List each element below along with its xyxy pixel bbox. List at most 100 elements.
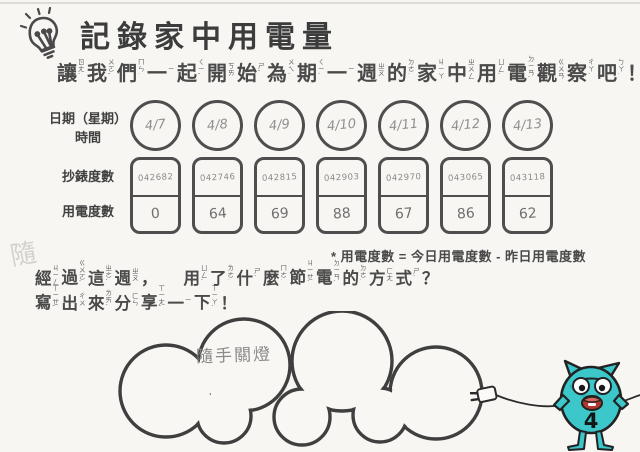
ruby-unit: 我ㄨㄛˇ bbox=[87, 57, 115, 86]
zhuyin-annotation: ㄈㄣ bbox=[132, 293, 139, 308]
usage-cell: 62 bbox=[505, 197, 550, 231]
ruby-unit: 式ㄕˋ bbox=[396, 265, 421, 289]
zhuyin-annotation: ㄉㄜ˙ bbox=[408, 59, 415, 80]
ruby-unit: 家ㄐㄧㄚ bbox=[417, 57, 445, 86]
hanzi-char: 經 bbox=[35, 270, 52, 289]
zhuyin-annotation: ㄒㄧㄤˇ bbox=[158, 285, 166, 313]
hanzi-char: 方 bbox=[369, 270, 386, 289]
zhuyin-annotation: ㄎㄞ bbox=[228, 62, 235, 77]
header: 記錄家中用電量 bbox=[16, 6, 339, 62]
usage-value: 0 bbox=[150, 205, 161, 223]
hanzi-char: 始 bbox=[237, 63, 257, 85]
zhuyin-annotation: ㄨㄛˇ bbox=[108, 59, 115, 80]
date-value: 4/8 bbox=[206, 116, 229, 135]
usage-cell: 88 bbox=[319, 197, 364, 231]
ruby-unit: 了ㄌㄜ˙ bbox=[210, 265, 235, 289]
hanzi-char: ， bbox=[141, 270, 158, 289]
zhuyin-annotation: ㄇㄣ˙ bbox=[138, 59, 145, 80]
hanzi-char: 了 bbox=[210, 270, 227, 289]
day-reading-box: 042746 64 bbox=[192, 157, 243, 234]
zhuyin-annotation: ㄌㄞˊ bbox=[105, 290, 113, 311]
usage-cell: 67 bbox=[381, 197, 426, 231]
day-reading-box: 042970 67 bbox=[378, 157, 429, 234]
zhuyin-annotation: ㄓㄡ bbox=[378, 62, 385, 77]
ruby-unit: 下ㄒㄧㄚˋ bbox=[194, 285, 219, 314]
meter-cell: 042682 bbox=[133, 160, 178, 197]
ruby-unit: 用ㄩㄥˋ bbox=[184, 265, 209, 289]
ruby-unit: 期ㄑㄧˊ bbox=[297, 57, 325, 86]
ruby-unit: 什ㄕˊ bbox=[237, 265, 262, 289]
zhuyin-annotation: ㄓㄜˋ bbox=[105, 265, 113, 286]
date-label-line2: 時間 bbox=[74, 129, 101, 145]
zhuyin-annotation: ㄌㄜ˙ bbox=[227, 265, 235, 286]
ruby-unit: 週ㄓㄡ bbox=[357, 57, 385, 86]
date-circle: 4/10 bbox=[316, 100, 367, 151]
usage-value: 64 bbox=[208, 205, 227, 223]
plug-icon bbox=[470, 385, 498, 403]
ruby-unit: 電ㄉㄧㄢˋ bbox=[507, 55, 535, 86]
usage-value: 86 bbox=[456, 205, 475, 223]
usage-row-label: 用電度數 bbox=[61, 204, 114, 219]
day-reading-box: 042682 0 bbox=[130, 157, 181, 234]
ruby-unit: 起ㄑㄧˇ bbox=[177, 57, 205, 86]
ruby-unit: 週ㄓㄡ bbox=[115, 265, 140, 289]
hanzi-char: 讓 bbox=[57, 63, 77, 85]
usage-cell: 0 bbox=[133, 197, 178, 231]
power-cord bbox=[495, 394, 563, 408]
hanzi-char: 出 bbox=[61, 295, 79, 314]
date-circle: 4/11 bbox=[378, 100, 429, 151]
usage-value: 67 bbox=[394, 205, 413, 223]
date-circle: 4/7 bbox=[130, 100, 181, 151]
monster-body: 4 bbox=[552, 359, 630, 451]
date-circle: 4/12 bbox=[440, 100, 491, 151]
ruby-unit: 們ㄇㄣ˙ bbox=[117, 57, 145, 86]
hanzi-char: 什 bbox=[236, 270, 254, 289]
zhuyin-annotation: ㄉㄜ˙ bbox=[360, 265, 367, 286]
meter-value: 043118 bbox=[509, 171, 546, 184]
ruby-unit: ， bbox=[141, 265, 166, 289]
date-value: 4/12 bbox=[450, 116, 481, 135]
hanzi-char: 一 bbox=[167, 295, 185, 314]
hanzi-char: 的 bbox=[387, 63, 407, 85]
margin-scribble: 隨 bbox=[8, 237, 39, 272]
ruby-unit: 為ㄨㄟˊ bbox=[267, 57, 295, 86]
zhuyin-annotation: ㄐㄧㄚ bbox=[438, 59, 445, 80]
ruby-unit: 經ㄐㄧㄥ bbox=[35, 265, 60, 289]
zhuyin-annotation: ㄐㄧㄥ bbox=[52, 265, 60, 286]
ruby-unit: 電ㄉㄧㄢˋ bbox=[316, 260, 341, 289]
hanzi-char: 電 bbox=[507, 63, 527, 85]
zhuyin-annotation: ㄕˇ bbox=[258, 62, 265, 77]
meter-value: 042970 bbox=[385, 171, 422, 184]
meter-value: 042746 bbox=[199, 171, 236, 184]
zhuyin-annotation: ㄔㄨ bbox=[79, 293, 86, 308]
ruby-unit: 一ㄧ bbox=[147, 57, 175, 86]
ruby-unit: 中ㄓㄨㄥ bbox=[447, 57, 475, 86]
meter-cell: 042903 bbox=[319, 160, 364, 197]
ruby-unit: 讓ㄖㄤˋ bbox=[57, 57, 85, 86]
date-label-line1: 日期（星期） bbox=[48, 111, 127, 126]
ruby-unit: 分ㄈㄣ bbox=[115, 290, 140, 314]
ruby-unit: 用ㄩㄥˋ bbox=[477, 57, 505, 86]
date-value: 4/10 bbox=[326, 116, 357, 135]
usage-value: 69 bbox=[270, 205, 289, 223]
hanzi-char: 觀 bbox=[537, 63, 557, 85]
hanzi-char: 過 bbox=[61, 268, 79, 287]
meter-cell: 042815 bbox=[257, 160, 302, 197]
ruby-unit: 寫ㄒㄧㄝˇ bbox=[35, 285, 60, 314]
hanzi-char: 察 bbox=[567, 63, 587, 85]
zhuyin-annotation: ㄉㄧㄢˋ bbox=[528, 55, 535, 84]
zhuyin-annotation: ㄖㄤˋ bbox=[78, 59, 85, 80]
ruby-unit: 的ㄉㄜ˙ bbox=[343, 265, 368, 289]
hanzi-char: 麼 bbox=[263, 270, 280, 289]
meter-cell: 043118 bbox=[505, 160, 550, 197]
scan-edge-artifact bbox=[0, 2, 640, 4]
zhuyin-annotation: ㄍㄨㄢ bbox=[558, 59, 565, 80]
hanzi-char: 起 bbox=[177, 63, 197, 85]
zhuyin-annotation: ㄩㄥˋ bbox=[201, 265, 208, 286]
